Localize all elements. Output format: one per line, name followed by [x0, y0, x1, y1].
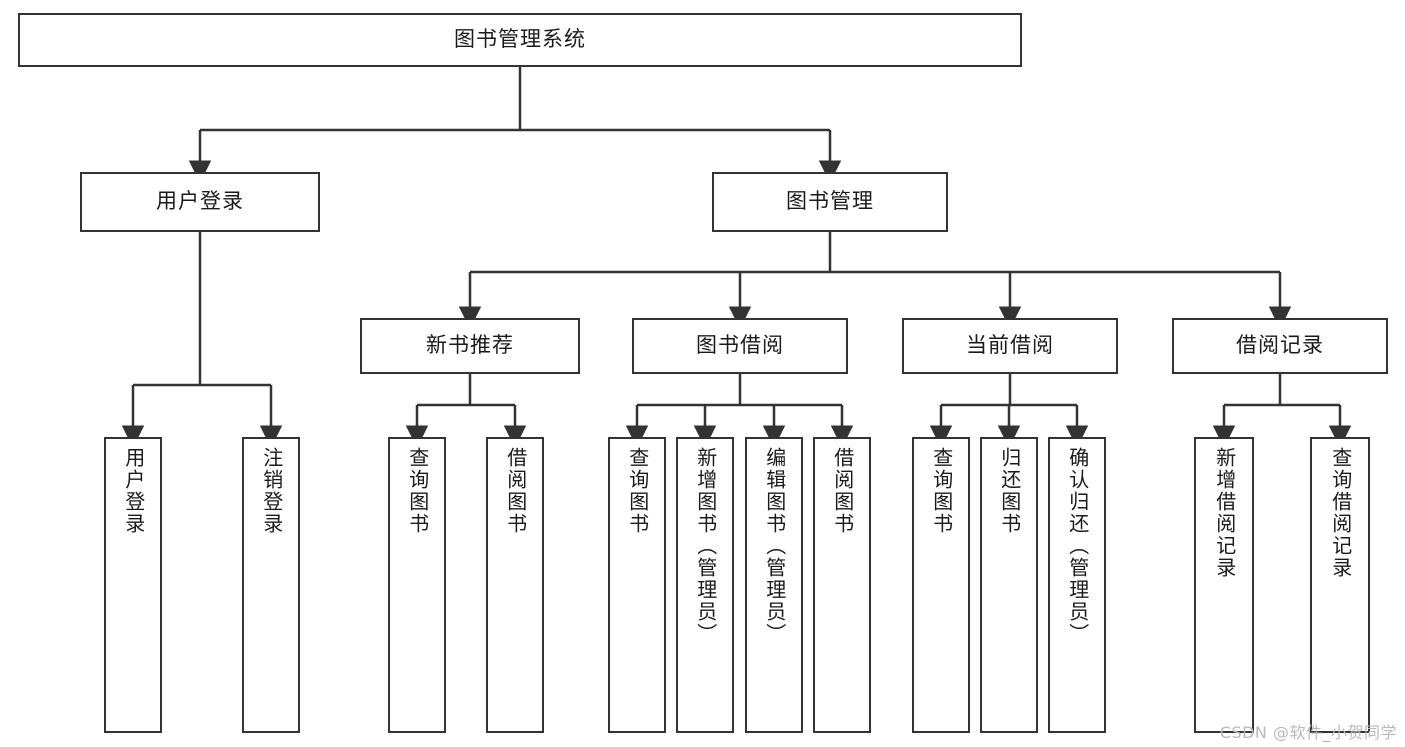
node-leaf-confirm-return: 确认归还（管理员） — [1048, 437, 1106, 733]
node-label: 注销登录 — [259, 447, 284, 535]
node-leaf-borrow-book-rec: 借阅图书 — [486, 437, 544, 733]
node-book-borrow: 图书借阅 — [632, 318, 848, 374]
node-leaf-add-book: 新增图书（管理员） — [676, 437, 734, 733]
node-label: 查询图书 — [929, 447, 954, 535]
node-label: 图书管理 — [786, 189, 874, 214]
node-book-manage: 图书管理 — [712, 172, 948, 232]
node-borrow-record: 借阅记录 — [1172, 318, 1388, 374]
node-label: 归还图书 — [997, 447, 1022, 535]
node-label: 借阅图书 — [503, 447, 528, 535]
node-leaf-borrow-book: 借阅图书 — [813, 437, 871, 733]
node-label: 借阅图书 — [830, 447, 855, 535]
node-user-login: 用户登录 — [80, 172, 320, 232]
node-label: 查询图书 — [625, 447, 650, 535]
node-current-borrow: 当前借阅 — [902, 318, 1118, 374]
node-leaf-add-record: 新增借阅记录 — [1194, 437, 1254, 733]
node-leaf-logout: 注销登录 — [242, 437, 300, 733]
node-leaf-user-login: 用户登录 — [104, 437, 162, 733]
node-label: 新书推荐 — [426, 333, 514, 358]
node-label: 图书管理系统 — [454, 27, 586, 52]
node-root: 图书管理系统 — [18, 13, 1022, 67]
node-label: 当前借阅 — [966, 333, 1054, 358]
node-label: 借阅记录 — [1236, 333, 1324, 358]
node-leaf-query-book-rec: 查询图书 — [388, 437, 446, 733]
node-label: 用户登录 — [156, 189, 244, 214]
node-label: 编辑图书（管理员） — [762, 447, 787, 645]
watermark-text: CSDN @软件_小贺同学 — [1219, 723, 1397, 742]
node-leaf-edit-book: 编辑图书（管理员） — [745, 437, 803, 733]
node-label: 查询借阅记录 — [1328, 447, 1353, 579]
node-leaf-query-book-current: 查询图书 — [912, 437, 970, 733]
node-leaf-query-book-borrow: 查询图书 — [608, 437, 666, 733]
node-label: 新增图书（管理员） — [693, 447, 718, 645]
node-label: 新增借阅记录 — [1212, 447, 1237, 579]
node-label: 用户登录 — [121, 447, 146, 535]
node-leaf-return-book: 归还图书 — [980, 437, 1038, 733]
node-leaf-query-record: 查询借阅记录 — [1310, 437, 1370, 733]
node-label: 图书借阅 — [696, 333, 784, 358]
node-new-book-rec: 新书推荐 — [360, 318, 580, 374]
node-label: 查询图书 — [405, 447, 430, 535]
node-label: 确认归还（管理员） — [1065, 447, 1090, 645]
